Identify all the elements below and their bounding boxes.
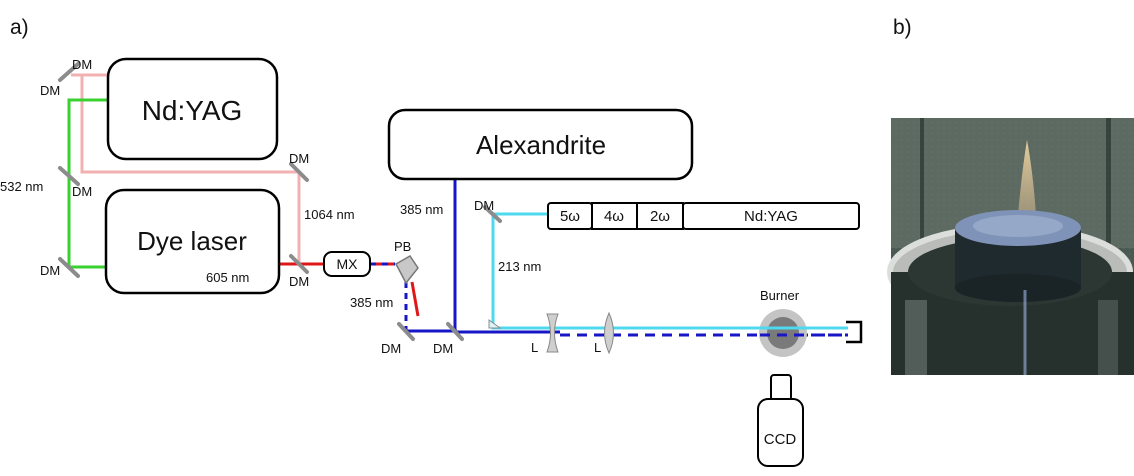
dm-mirror-7 xyxy=(446,322,464,341)
dichroic-mirrors xyxy=(58,62,502,341)
photo-reflection-right xyxy=(1098,300,1118,375)
dm-mirror-6 xyxy=(397,322,415,341)
ndyag-probe-box xyxy=(682,202,860,230)
alexandrite-label: Alexandrite xyxy=(476,130,606,160)
ndyag-probe-label: Nd:YAG xyxy=(744,208,798,225)
dm-mirror-5 xyxy=(289,254,309,274)
dm-label-8: DM xyxy=(433,341,453,356)
ndyag-pump-label: Nd:YAG xyxy=(142,95,243,126)
dm-label-1: DM xyxy=(72,57,92,72)
label-lens-2: L xyxy=(594,340,601,355)
photo-burner-top-highlight xyxy=(973,215,1063,237)
photo-burner-base xyxy=(955,274,1081,302)
dm-label-2: DM xyxy=(40,83,60,98)
dye-laser-label: Dye laser xyxy=(137,226,247,256)
beam-1064nm-path xyxy=(71,73,301,264)
photo-rod-left xyxy=(920,118,924,258)
alexandrite-box xyxy=(387,108,694,181)
dye-laser-box xyxy=(104,188,281,295)
label-1064nm: 1064 nm xyxy=(304,207,355,222)
photo-reflection-left xyxy=(905,300,927,375)
dm-mirror-3 xyxy=(58,257,80,278)
beam-pb-red-exit xyxy=(410,281,420,317)
dm-label-5: DM xyxy=(289,151,309,166)
dm-mirror-2 xyxy=(58,166,80,186)
label-lens-1: L xyxy=(531,340,538,355)
dm-label-6: DM xyxy=(289,274,309,289)
beam-dump xyxy=(846,320,863,344)
label-385nm-top: 385 nm xyxy=(400,202,443,217)
label-pb: PB xyxy=(394,239,411,254)
turning-prism-213nm xyxy=(488,319,502,329)
mx-box xyxy=(323,251,371,277)
burner-photo xyxy=(887,118,1134,375)
mx-label: MX xyxy=(337,256,359,272)
pellin-broca-prism xyxy=(394,255,419,285)
label-605nm: 605 nm xyxy=(206,270,249,285)
photo-rod-right xyxy=(1106,118,1111,278)
label-385nm-mid: 385 nm xyxy=(350,295,393,310)
label-burner: Burner xyxy=(760,288,800,303)
dm-label-9: DM xyxy=(474,198,494,213)
beam-213nm-path xyxy=(491,212,848,330)
beam-532nm-path xyxy=(67,98,108,269)
harmonic-5w-label: 5ω xyxy=(560,208,580,225)
ndyag-pump-box xyxy=(106,57,279,161)
dm-label-7: DM xyxy=(381,341,401,356)
harmonic-2w-label: 2ω xyxy=(650,208,670,225)
ccd-lens-tube xyxy=(770,374,792,401)
burner-inner xyxy=(767,317,799,349)
harmonic-4w-box xyxy=(591,202,638,230)
ccd-label: CCD xyxy=(764,431,797,448)
dm-label-3: DM xyxy=(72,184,92,199)
convex-lens xyxy=(604,311,614,355)
dm-mirror-8 xyxy=(483,205,502,223)
concave-lens xyxy=(546,313,559,353)
dm-mirror-4 xyxy=(289,162,309,182)
harmonic-4w-label: 4ω xyxy=(604,208,624,225)
dm-mirror-1 xyxy=(58,62,80,82)
panel-label-a: a) xyxy=(10,16,29,39)
label-532nm: 532 nm xyxy=(0,179,43,194)
ccd-body xyxy=(757,398,804,467)
label-213nm: 213 nm xyxy=(498,259,541,274)
panel-label-b: b) xyxy=(893,16,912,39)
photo-flame xyxy=(1018,140,1036,215)
dm-label-4: DM xyxy=(40,263,60,278)
